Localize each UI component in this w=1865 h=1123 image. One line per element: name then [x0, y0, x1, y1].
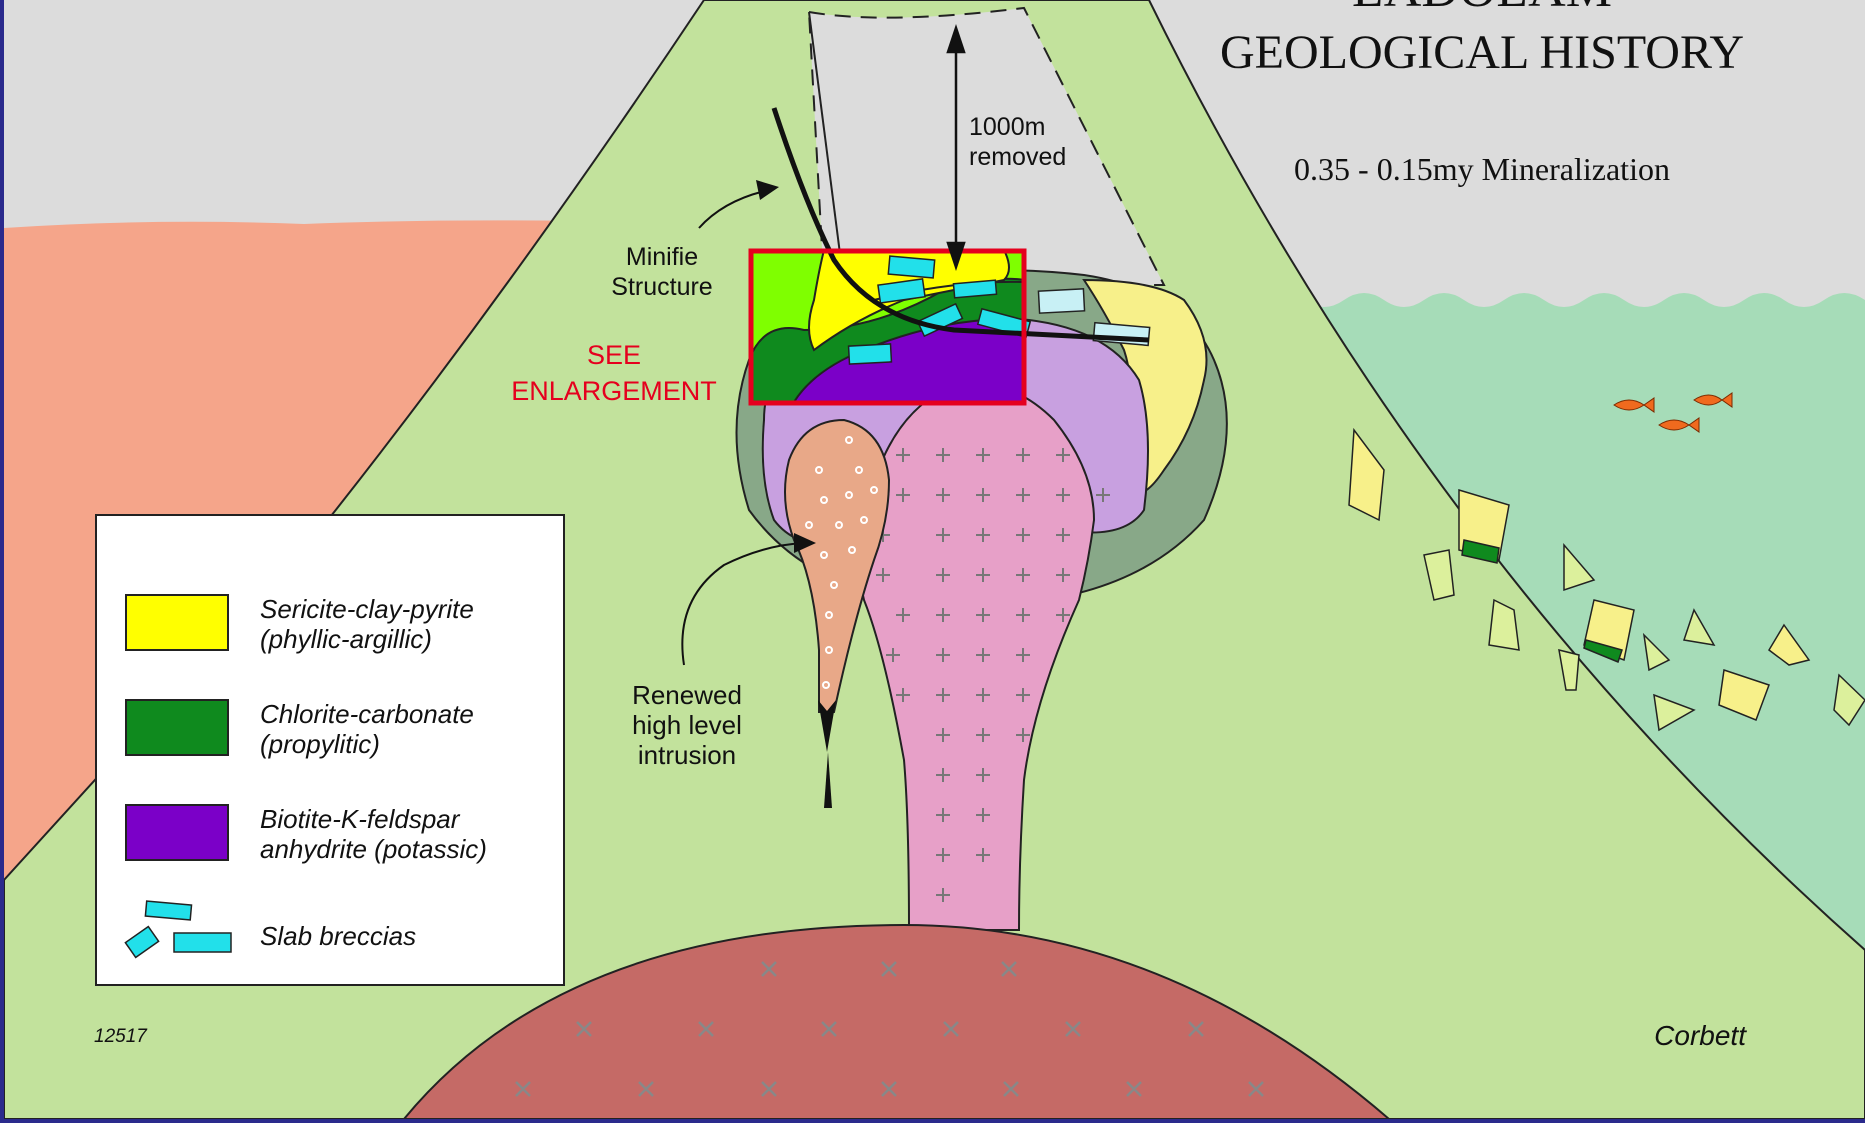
renewed-label-1: Renewed: [632, 680, 742, 710]
legend: Sericite-clay-pyrite (phyllic-argillic) …: [96, 515, 564, 985]
legend-swatch-potassic: [126, 805, 228, 860]
figure-number: 12517: [94, 1026, 148, 1047]
legend-item-4-line1: Slab breccias: [260, 921, 416, 951]
see-label-2: ENLARGEMENT: [511, 376, 717, 406]
minifie-label-2: Structure: [611, 273, 712, 301]
author-credit: Corbett: [1654, 1020, 1747, 1051]
legend-item-1-line1: Sericite-clay-pyrite: [260, 594, 474, 624]
legend-swatch-phyllic: [126, 595, 228, 650]
legend-item-3-line1: Biotite-K-feldspar: [260, 804, 461, 834]
renewed-label-2: high level: [632, 710, 742, 740]
title-line2: GEOLOGICAL HISTORY: [1220, 26, 1744, 79]
diagram-canvas: LADOLAM GEOLOGICAL HISTORY 0.35 - 0.15my…: [4, 0, 1865, 1119]
renewed-label-3: intrusion: [638, 740, 736, 770]
removed-label-1: 1000m: [969, 113, 1045, 141]
subtitle: 0.35 - 0.15my Mineralization: [1294, 151, 1670, 187]
see-label-1: SEE: [587, 340, 641, 370]
legend-item-2-line2: (propylitic): [260, 729, 380, 759]
legend-swatch-propylitic: [126, 700, 228, 755]
legend-item-1-line2: (phyllic-argillic): [260, 624, 432, 654]
legend-item-3-line2: anhydrite (potassic): [260, 834, 487, 864]
geological-cross-section: LADOLAM GEOLOGICAL HISTORY 0.35 - 0.15my…: [4, 0, 1865, 1119]
minifie-label-1: Minifie: [626, 243, 698, 271]
title-line1: LADOLAM: [1352, 0, 1612, 18]
legend-item-2-line1: Chlorite-carbonate: [260, 699, 474, 729]
removed-label-2: removed: [969, 143, 1066, 171]
